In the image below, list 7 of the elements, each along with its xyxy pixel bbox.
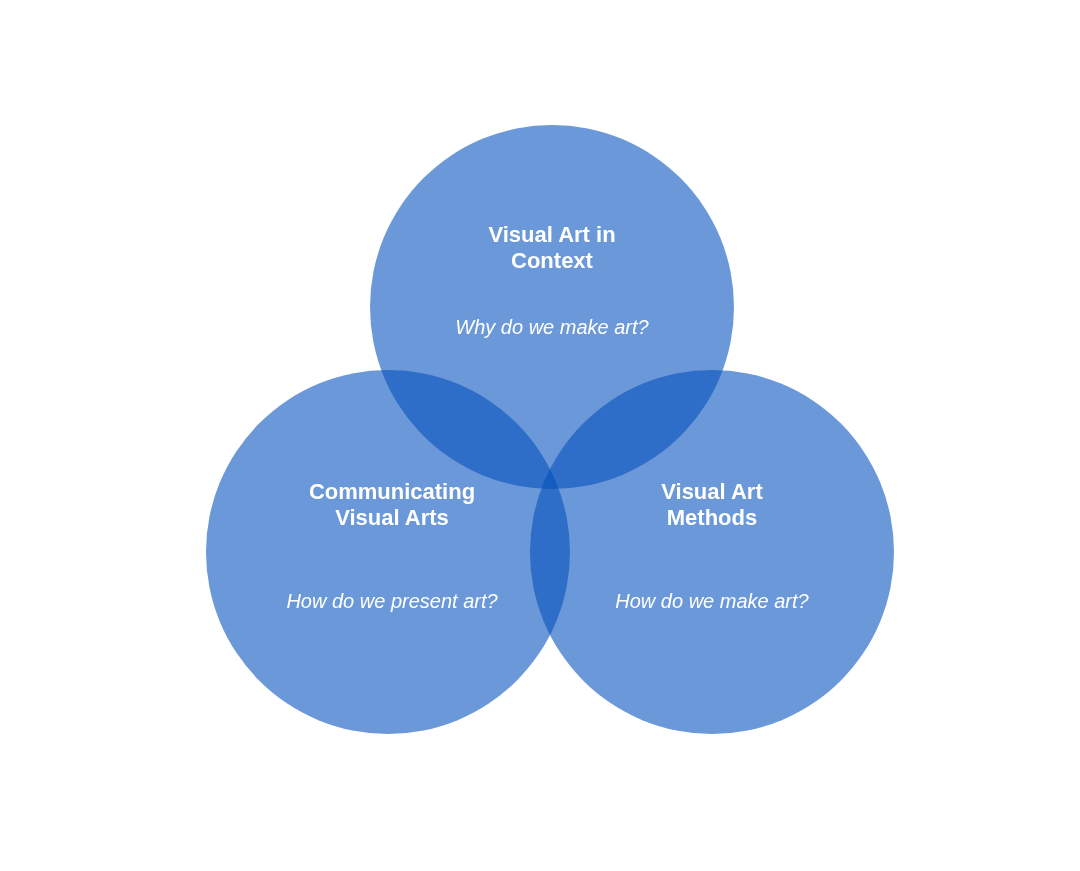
circle-question: How do we make art?: [615, 589, 809, 613]
circle-question: How do we present art?: [286, 589, 498, 613]
circle-title: Visual Art in Context: [487, 222, 617, 274]
venn-circle: [530, 370, 894, 734]
circle-title: Visual Art Methods: [660, 479, 764, 531]
circle-title: Communicating Visual Arts: [307, 479, 477, 531]
circle-question: Why do we make art?: [455, 315, 649, 339]
